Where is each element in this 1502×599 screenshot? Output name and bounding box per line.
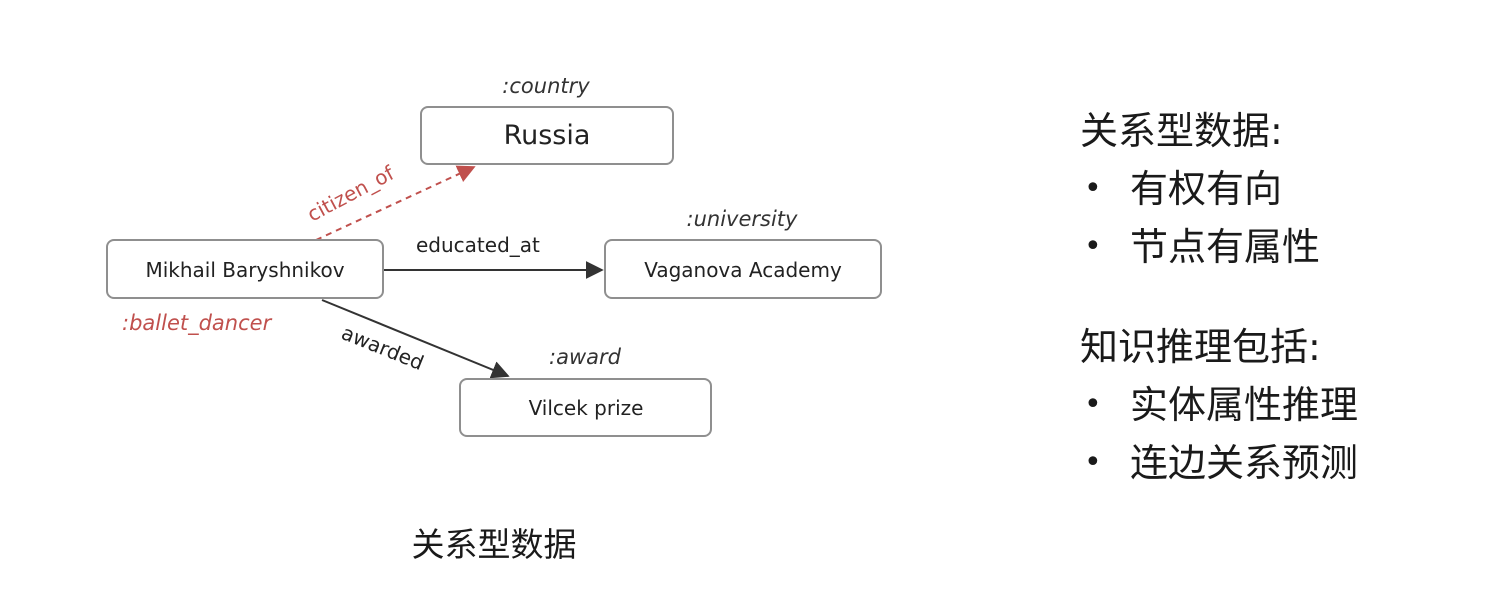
node-label-vilcek-prize: Vilcek prize <box>529 396 644 420</box>
section-heading: 知识推理包括: <box>1080 325 1321 369</box>
node-vilcek-prize: Vilcek prize <box>459 378 712 437</box>
edge-label-citizen-of: citizen_of <box>303 160 399 226</box>
node-label-russia: Russia <box>504 120 591 151</box>
diagram-caption: 关系型数据 <box>412 525 577 564</box>
type-label-university: :university <box>687 207 799 231</box>
edge-label-awarded: awarded <box>338 320 427 375</box>
bullet-icon: • <box>1084 387 1102 422</box>
list-item: • 有权有向 <box>1080 160 1490 218</box>
edge-label-educated-at: educated_at <box>416 233 540 257</box>
type-label-award: :award <box>549 345 622 369</box>
bullet-icon: • <box>1084 171 1102 206</box>
list-item: • 实体属性推理 <box>1080 376 1490 434</box>
node-mikhail-baryshnikov: Mikhail Baryshnikov <box>106 239 384 299</box>
section-heading: 关系型数据: <box>1080 109 1283 153</box>
edge-citizen-of <box>315 165 476 241</box>
section-spacer <box>1080 276 1490 318</box>
node-vaganova-academy: Vaganova Academy <box>604 239 882 299</box>
bullet-list: • 有权有向 • 节点有属性 <box>1080 160 1490 276</box>
list-item-text: 连边关系预测 <box>1130 441 1359 485</box>
node-russia: Russia <box>420 106 674 165</box>
node-label-vaganova-academy: Vaganova Academy <box>644 258 842 282</box>
list-item-text: 有权有向 <box>1130 167 1283 211</box>
bullet-list: • 实体属性推理 • 连边关系预测 <box>1080 376 1490 492</box>
node-label-mikhail-baryshnikov: Mikhail Baryshnikov <box>145 258 344 282</box>
list-item-text: 实体属性推理 <box>1130 383 1359 427</box>
edge-awarded <box>321 299 510 379</box>
side-panel: 关系型数据: • 有权有向 • 节点有属性 知识推理包括: • 实体属性推理 •… <box>1080 102 1490 492</box>
type-label-country: :country <box>502 74 590 98</box>
type-label-ballet-dancer: :ballet_dancer <box>122 311 273 336</box>
list-item-text: 节点有属性 <box>1130 225 1321 269</box>
list-item: • 连边关系预测 <box>1080 434 1490 492</box>
bullet-icon: • <box>1084 445 1102 480</box>
list-item: • 节点有属性 <box>1080 218 1490 276</box>
bullet-icon: • <box>1084 229 1102 264</box>
section-relational-data: 关系型数据: • 有权有向 • 节点有属性 <box>1080 102 1490 276</box>
section-knowledge-reasoning: 知识推理包括: • 实体属性推理 • 连边关系预测 <box>1080 318 1490 492</box>
